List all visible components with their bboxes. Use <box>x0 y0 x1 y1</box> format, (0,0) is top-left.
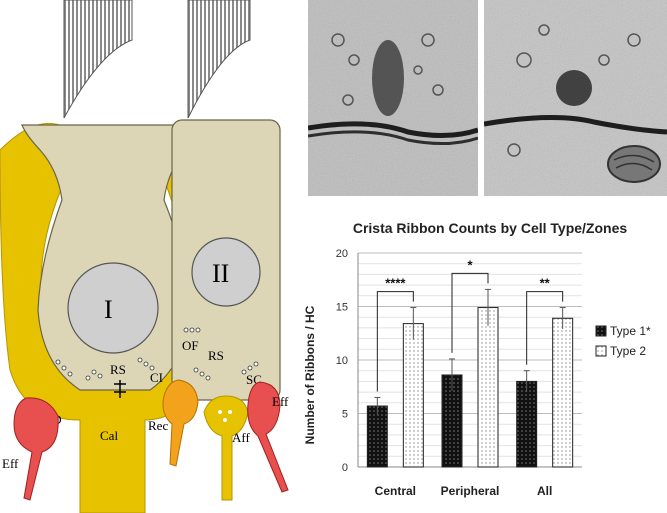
significance-label: * <box>467 257 473 272</box>
y-tick-label: 5 <box>342 409 348 421</box>
efferent-right <box>247 381 289 493</box>
bar <box>402 323 424 468</box>
legend-label: Type 2 <box>610 344 646 358</box>
rec-label: Rec <box>148 418 168 433</box>
type1-label: I <box>104 295 113 324</box>
y-tick-label: 0 <box>342 462 348 474</box>
electron-micrograph-right <box>484 0 667 196</box>
type2-vesicles <box>183 327 259 381</box>
x-tick-label: Peripheral <box>441 484 500 498</box>
y-tick-label: 10 <box>336 355 348 367</box>
rs-label-2: RS <box>208 348 224 363</box>
legend-swatch <box>595 325 607 337</box>
bar <box>477 307 499 468</box>
bar <box>366 405 388 468</box>
chart-title: Crista Ribbon Counts by Cell Type/Zones <box>353 220 628 236</box>
eff-label-right: Eff <box>272 394 289 409</box>
type1-ribbon <box>114 380 126 398</box>
bar <box>552 317 574 468</box>
y-tick-label: 20 <box>336 248 348 260</box>
chart-gridlines <box>357 252 582 468</box>
aff-label: Aff <box>232 430 250 445</box>
afferent-bouton <box>203 395 249 501</box>
type2-label: II <box>212 259 229 288</box>
ribbon-count-chart: Crista Ribbon Counts by Cell Type/Zones … <box>303 220 651 498</box>
significance-bracket <box>526 291 564 365</box>
y-tick-label: 15 <box>336 302 348 314</box>
hair-cell-diagram: I RS CI PsD Cal II OF RS SC Aff Rec <box>0 0 289 513</box>
chart-bars: ******* <box>366 257 574 468</box>
of-label: OF <box>182 338 199 353</box>
hair-bundle-type2 <box>187 0 251 119</box>
legend-swatch <box>595 345 607 357</box>
y-axis-label: Number of Ribbons / HC <box>303 305 317 444</box>
efferent-left <box>13 397 59 501</box>
significance-bracket <box>376 291 414 392</box>
x-tick-label: All <box>537 484 552 498</box>
type2-nucleus <box>191 237 261 307</box>
chart-legend: Type 1* Type 2 <box>595 324 651 358</box>
x-tick-labels: Central Peripheral All <box>375 484 553 498</box>
x-tick-label: Central <box>375 484 416 498</box>
cal-label: Cal <box>100 428 118 443</box>
eff-label-left: Eff <box>2 456 19 471</box>
significance-bracket <box>451 272 489 353</box>
significance-label: ** <box>540 276 551 291</box>
ci-label: CI <box>150 370 163 385</box>
hair-bundle-type1 <box>63 0 133 119</box>
electron-micrograph-left <box>308 0 478 196</box>
type1-vesicles <box>55 357 155 381</box>
rs-label-1: RS <box>110 362 126 377</box>
y-tick-labels: 0 5 10 15 20 <box>336 248 348 474</box>
bar <box>516 380 538 468</box>
type1-nucleus <box>67 262 159 354</box>
significance-label: **** <box>385 276 406 291</box>
rec-terminal <box>162 379 199 467</box>
legend-label: Type 1* <box>610 324 651 338</box>
